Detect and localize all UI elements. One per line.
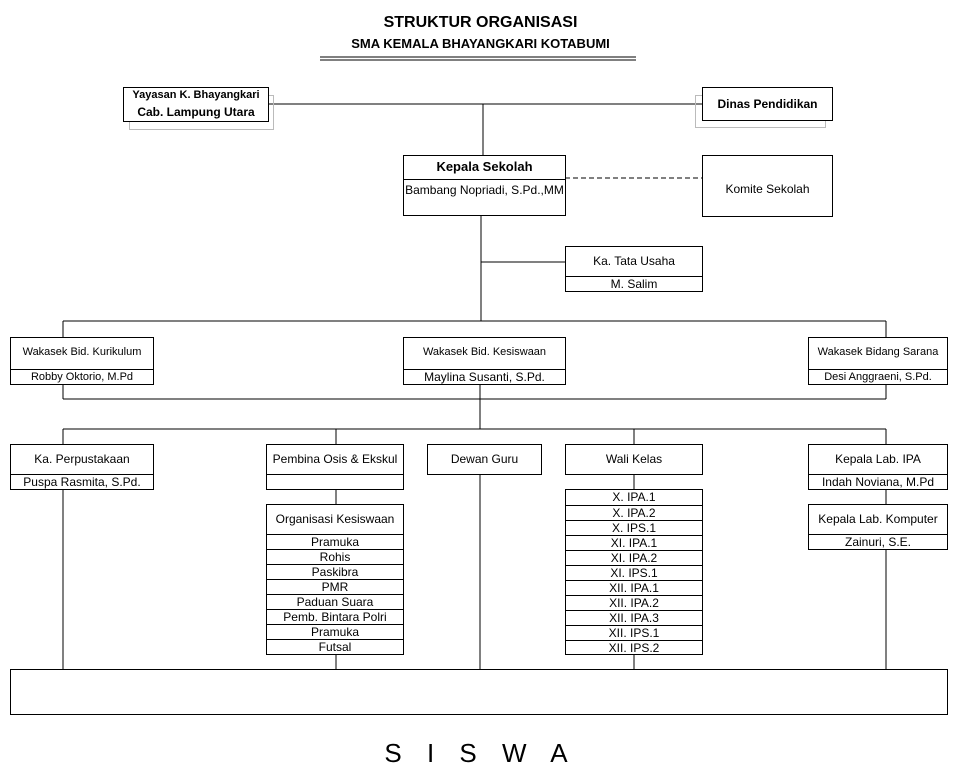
page-subtitle: SMA KEMALA BHAYANGKARI KOTABUMI [351,36,610,51]
list-item: XI. IPA.1 [566,535,702,550]
list-item: XII. IPA.1 [566,580,702,595]
list-item: X. IPA.2 [566,505,702,520]
wakasek-kurikulum-name: Robby Oktorio, M.Pd [30,371,134,383]
dewan-guru-box: Dewan Guru [427,444,542,475]
perpustakaan-box: Ka. Perpustakaan Puspa Rasmita, S.Pd. [10,444,154,490]
divider [566,276,702,277]
lab-ipa-box: Kepala Lab. IPA Indah Noviana, M.Pd [808,444,948,490]
organisasi-title: Organisasi Kesiswaan [275,512,395,526]
yayasan-line2: Cab. Lampung Utara [137,105,255,119]
wakasek-kurikulum-box: Wakasek Bid. Kurikulum Robby Oktorio, M.… [10,337,154,385]
komite-label: Komite Sekolah [725,182,810,196]
divider [809,534,947,535]
wali-kelas-box: Wali Kelas [565,444,703,475]
list-item: PMR [267,579,403,594]
list-item: Rohis [267,549,403,564]
list-item: XII. IPS.1 [566,625,702,640]
list-item: Futsal [267,639,403,654]
lab-komputer-name: Zainuri, S.E. [844,535,912,549]
list-item: Paskibra [267,564,403,579]
perpustakaan-title: Ka. Perpustakaan [34,452,130,466]
list-item: XII. IPS.2 [566,640,702,655]
list-item: Pramuka [267,534,403,549]
list-item: XII. IPA.2 [566,595,702,610]
divider [11,369,153,370]
kepala-sekolah-title: Kepala Sekolah [436,159,533,174]
list-item: XI. IPA.2 [566,550,702,565]
divider [809,369,947,370]
list-item: Paduan Suara [267,594,403,609]
lab-ipa-name: Indah Noviana, M.Pd [821,475,935,489]
dewan-guru-label: Dewan Guru [450,452,519,466]
wakasek-sarana-name: Desi Anggraeni, S.Pd. [824,371,932,383]
organisasi-kesiswaan-box: Organisasi Kesiswaan Pramuka Rohis Paski… [266,504,404,655]
divider [11,474,153,475]
list-item: Pramuka [267,624,403,639]
wakasek-sarana-title: Wakasek Bidang Sarana [817,346,939,358]
dinas-label: Dinas Pendidikan [717,97,818,111]
siswa-bar [10,669,948,715]
komite-box: Komite Sekolah [702,155,833,217]
tata-usaha-box: Ka. Tata Usaha M. Salim [565,246,703,292]
wakasek-kesiswaan-box: Wakasek Bid. Kesiswaan Maylina Susanti, … [403,337,566,385]
lab-komputer-box: Kepala Lab. Komputer Zainuri, S.E. [808,504,948,550]
lab-ipa-title: Kepala Lab. IPA [835,452,921,466]
pembina-osis-box: Pembina Osis & Ekskul [266,444,404,490]
pembina-osis-title: Pembina Osis & Ekskul [272,452,398,466]
divider [267,474,403,475]
list-item: XII. IPA.3 [566,610,702,625]
yayasan-box: Yayasan K. Bhayangkari Cab. Lampung Utar… [123,87,269,122]
list-item: X. IPA.1 [612,490,656,504]
wakasek-sarana-box: Wakasek Bidang Sarana Desi Anggraeni, S.… [808,337,948,385]
kepala-sekolah-name: Bambang Nopriadi, S.Pd.,MM [405,183,564,197]
lab-komputer-title: Kepala Lab. Komputer [818,512,938,526]
wali-kelas-title: Wali Kelas [605,452,663,466]
tata-usaha-name: M. Salim [610,277,658,291]
dinas-box: Dinas Pendidikan [702,87,833,121]
list-item: Pemb. Bintara Polri [267,609,403,624]
wakasek-kurikulum-title: Wakasek Bid. Kurikulum [22,346,142,358]
divider [404,179,565,180]
tata-usaha-title: Ka. Tata Usaha [593,254,675,268]
kepala-sekolah-box: Kepala Sekolah Bambang Nopriadi, S.Pd.,M… [403,155,566,216]
wakasek-kesiswaan-name: Maylina Susanti, S.Pd. [424,370,545,384]
divider [404,369,565,370]
list-item: XI. IPS.1 [566,565,702,580]
list-item: X. IPS.1 [566,520,702,535]
wakasek-kesiswaan-title: Wakasek Bid. Kesiswaan [422,346,547,358]
yayasan-line1: Yayasan K. Bhayangkari [132,89,260,101]
siswa-label: S I S W A [384,738,577,768]
wali-kelas-list: X. IPA.1 X. IPA.2 X. IPS.1 XI. IPA.1 XI.… [565,489,703,655]
divider [809,474,947,475]
page-title: STRUKTUR ORGANISASI [383,14,578,31]
perpustakaan-name: Puspa Rasmita, S.Pd. [23,475,141,489]
